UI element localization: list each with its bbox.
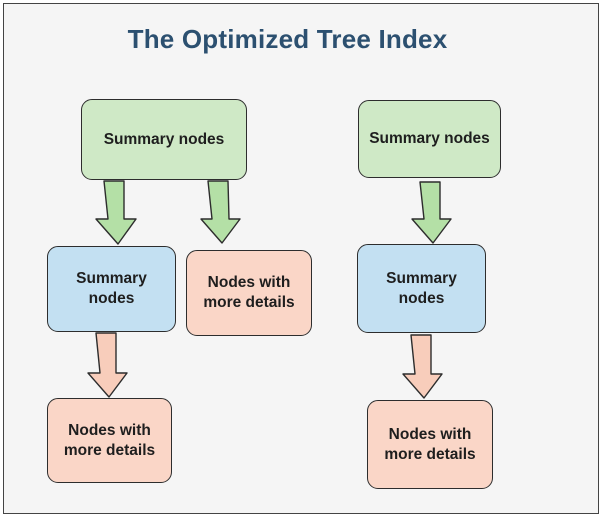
left-sibling-detail-node: Nodes with more details <box>186 250 312 336</box>
diagram-title: The Optimized Tree Index <box>127 24 448 54</box>
left-leaf-detail-node: Nodes with more details <box>47 398 172 483</box>
right-leaf-detail-node: Nodes with more details <box>367 400 493 489</box>
right-root-summary-node: Summary nodes <box>358 100 501 178</box>
right-child-summary-node: Summary nodes <box>357 244 486 333</box>
left-child-summary-node: Summary nodes <box>47 246 176 332</box>
left-root-summary-node: Summary nodes <box>81 99 247 180</box>
